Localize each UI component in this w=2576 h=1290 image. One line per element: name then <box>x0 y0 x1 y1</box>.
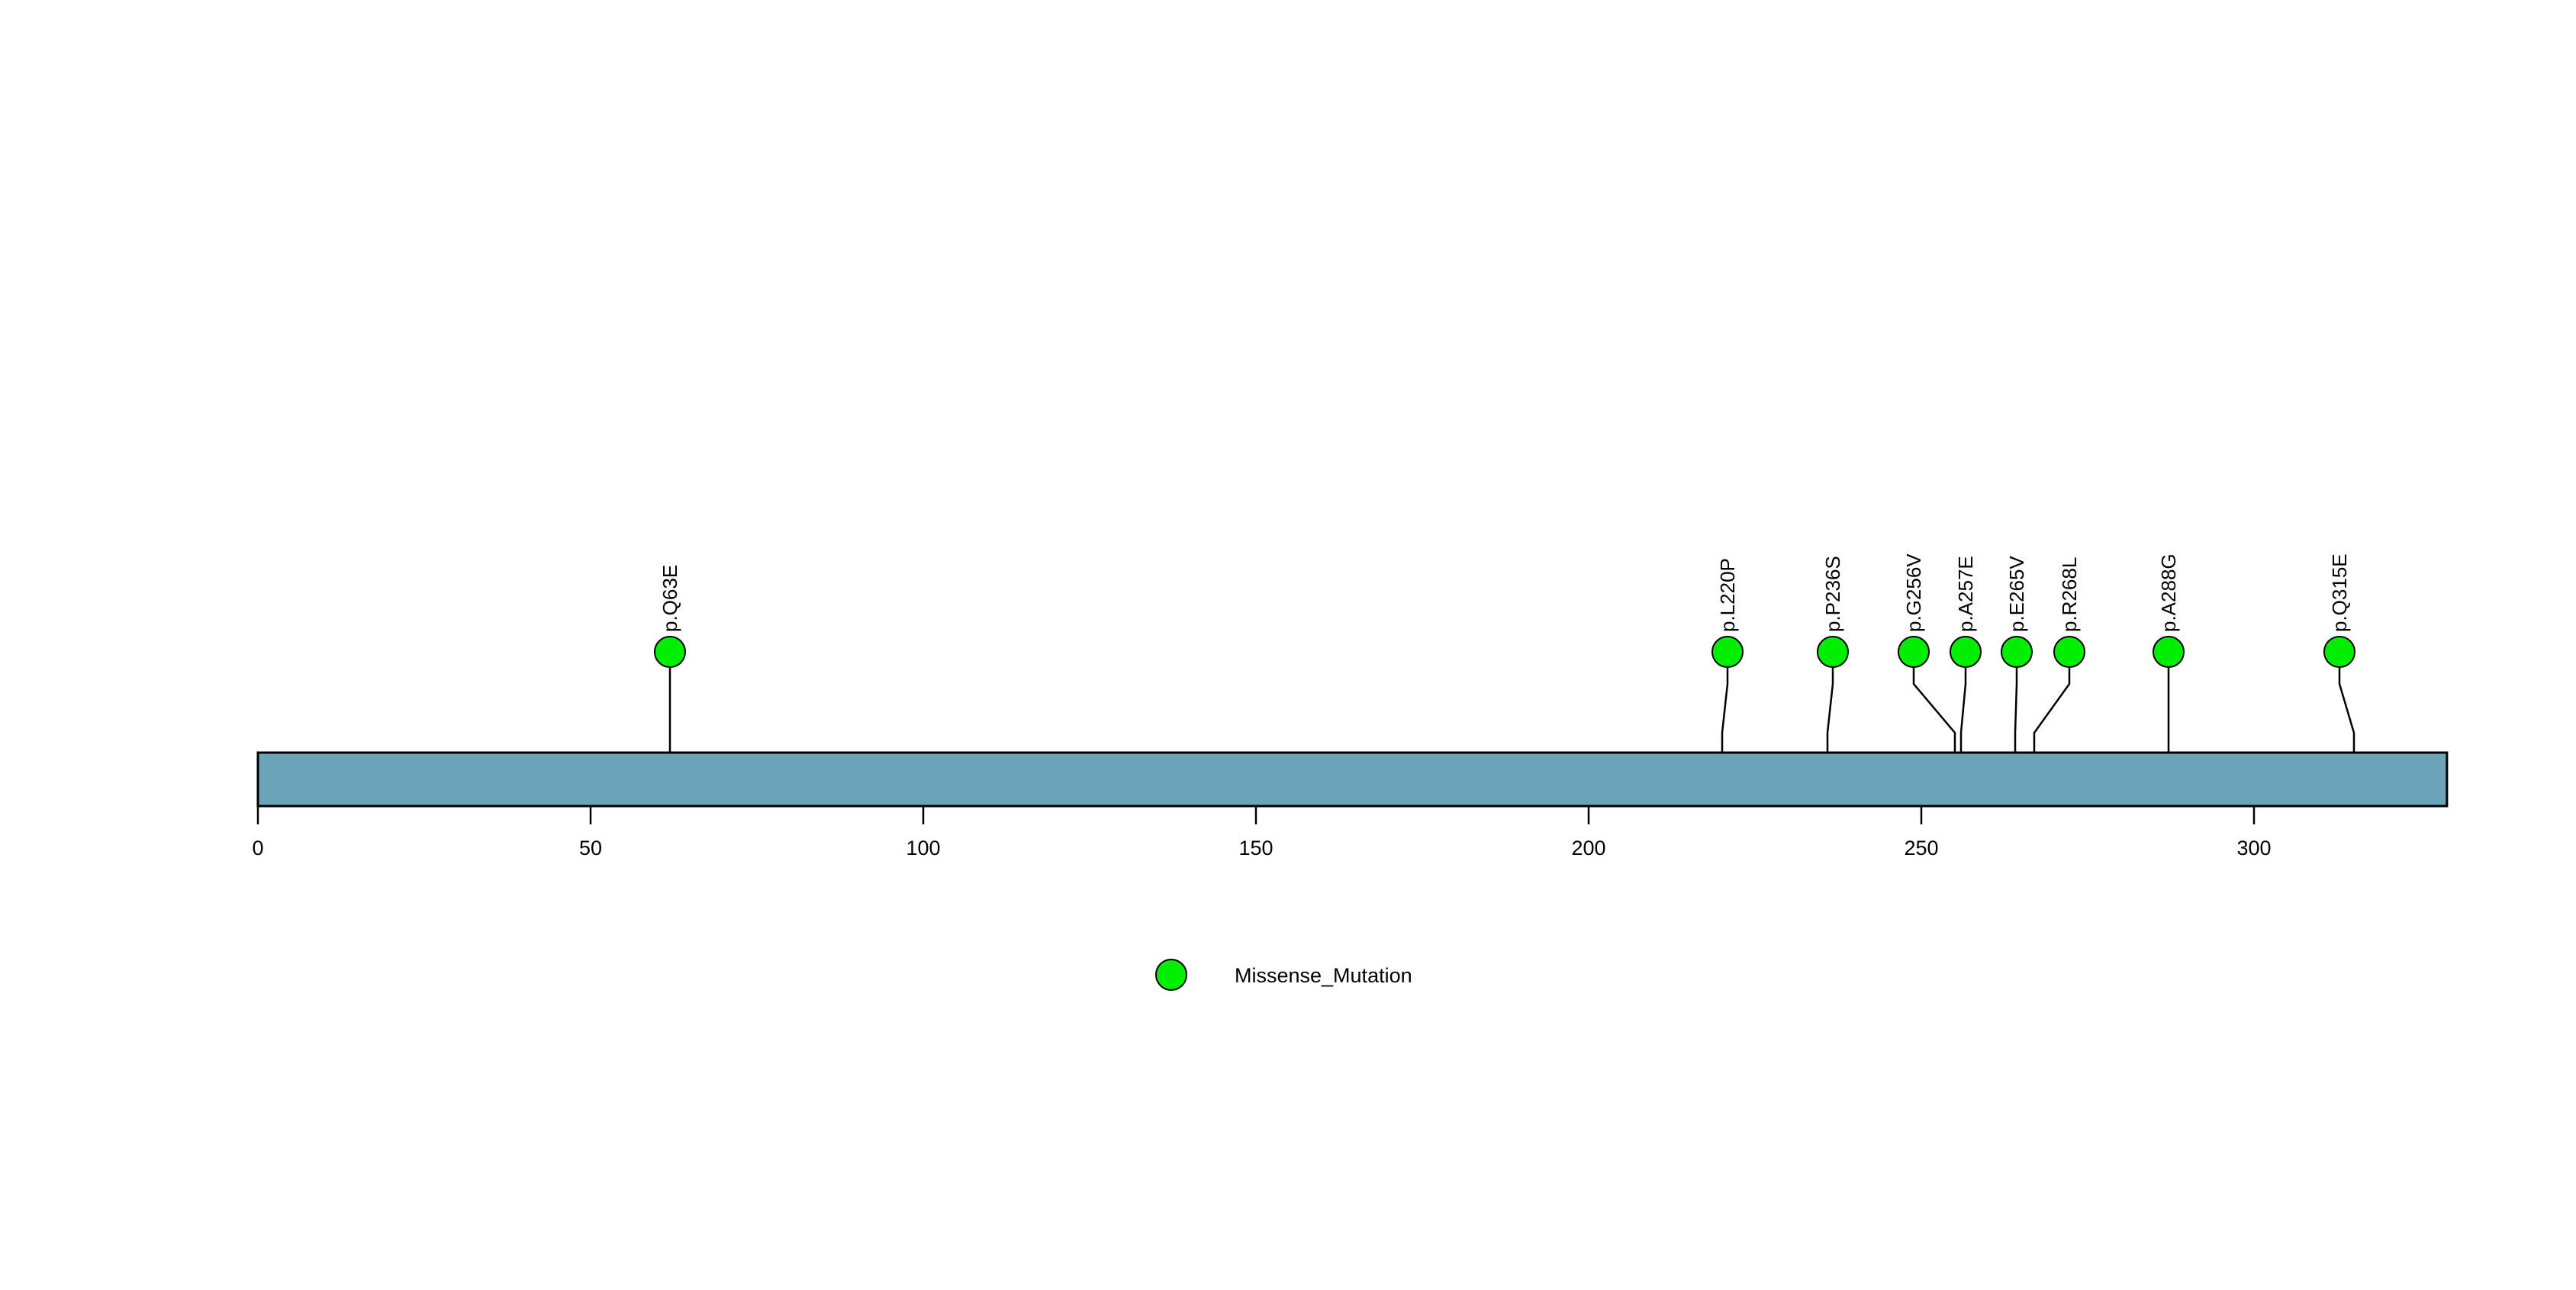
mutation-label: p.A288G <box>2157 553 2180 632</box>
x-axis-tick-label: 0 <box>252 837 263 859</box>
mutation-labels: p.Q63E p.L220P p.P236S p.G256V p.A257E p.E265… <box>658 553 2351 632</box>
protein-bar <box>256 751 2449 808</box>
mutation-label: p.R268L <box>2058 557 2081 632</box>
x-axis-tick-label: 250 <box>1904 837 1938 859</box>
mutation-label: p.P236S <box>1821 556 1844 632</box>
mutation-marker-circle[interactable] <box>2323 636 2355 668</box>
legend-label: Missense_Mutation <box>1235 964 1412 987</box>
mutation-marker-circle[interactable] <box>1950 636 1982 668</box>
x-axis-ticks: 0 50 100 150 200 250 300 <box>252 806 2272 859</box>
x-axis-tick-label: 200 <box>1571 837 1605 859</box>
mutation-marker-circle[interactable] <box>1711 636 1744 668</box>
legend: Missense_Mutation <box>1155 959 1412 991</box>
mutation-label: p.Q63E <box>658 565 681 632</box>
mutation-markers <box>654 636 2355 668</box>
mutation-marker-circle[interactable] <box>1898 636 1930 668</box>
mutation-marker-circle[interactable] <box>2153 636 2185 668</box>
mutation-marker-circle[interactable] <box>1817 636 1849 668</box>
x-axis-tick-label: 300 <box>2236 837 2271 859</box>
mutation-marker-circle[interactable] <box>2053 636 2085 668</box>
mutation-label: p.Q315E <box>2328 553 2351 632</box>
legend-marker-circle[interactable] <box>1155 959 1187 991</box>
x-axis-tick-label: 50 <box>579 837 602 859</box>
mutation-label: p.G256V <box>1902 553 1925 632</box>
mutation-label: p.A257E <box>1954 556 1977 632</box>
x-axis-tick-label: 150 <box>1238 837 1273 859</box>
mutation-label: p.E265V <box>2005 556 2028 632</box>
mutation-label: p.L220P <box>1716 558 1739 632</box>
mutation-marker-circle[interactable] <box>2001 636 2033 668</box>
protein-backbone-bar <box>256 751 2449 808</box>
mutation-marker-circle[interactable] <box>654 636 686 668</box>
x-axis-tick-label: 100 <box>906 837 940 859</box>
